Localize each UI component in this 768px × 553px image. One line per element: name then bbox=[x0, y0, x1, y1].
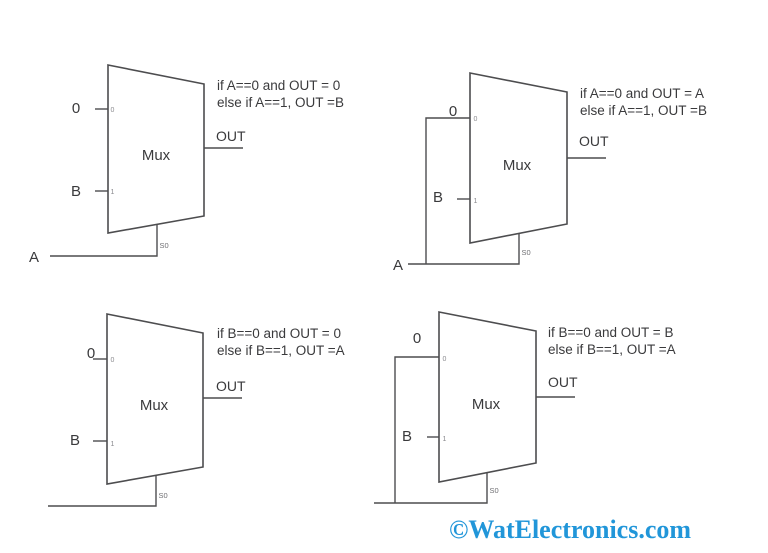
mux-trapezoid bbox=[438, 311, 537, 483]
annotation-line1: if B==0 and OUT = 0 bbox=[217, 326, 341, 341]
select-wire bbox=[48, 475, 157, 507]
select-pin-label: S0 bbox=[160, 241, 169, 250]
mux-trapezoid bbox=[469, 72, 568, 244]
annotation-line1: if A==0 and OUT = 0 bbox=[217, 78, 340, 93]
mux-block-label: Mux bbox=[142, 147, 171, 164]
select-pin-label: S0 bbox=[490, 486, 499, 495]
pin1-label: 1 bbox=[474, 198, 478, 205]
input1-label: B bbox=[70, 432, 80, 449]
pin1-label: 1 bbox=[111, 189, 115, 196]
select-pin-label: S0 bbox=[159, 491, 168, 500]
mux-diagram-top-right: 0 B A 0 1 S0 Mux OUT if A==0 and OUT = A… bbox=[393, 72, 707, 274]
pin0-label: 0 bbox=[443, 356, 447, 363]
output-label: OUT bbox=[216, 378, 246, 394]
input0-label: 0 bbox=[72, 100, 80, 117]
mux-diagram-bottom-right: 0 B 0 1 S0 Mux OUT if B==0 and OUT = B e… bbox=[374, 311, 676, 504]
select-pin-label: S0 bbox=[522, 248, 531, 257]
input0-label: 0 bbox=[413, 330, 421, 347]
watermark-text: ©WatElectronics.com bbox=[449, 515, 691, 544]
mux-diagram-bottom-left: 0 B 0 1 S0 Mux OUT if B==0 and OUT = 0 e… bbox=[48, 313, 345, 507]
annotation-line2: else if B==1, OUT =A bbox=[548, 342, 676, 357]
pin1-label: 1 bbox=[443, 436, 447, 443]
pin0-label: 0 bbox=[111, 107, 115, 114]
annotation-line1: if A==0 and OUT = A bbox=[580, 86, 704, 101]
input0-label: 0 bbox=[449, 103, 457, 120]
mux-trapezoid bbox=[106, 313, 204, 485]
select-signal-label: A bbox=[29, 249, 39, 266]
annotation-line2: else if B==1, OUT =A bbox=[217, 343, 345, 358]
mux-block-label: Mux bbox=[503, 157, 532, 174]
output-label: OUT bbox=[548, 374, 578, 390]
output-label: OUT bbox=[579, 133, 609, 149]
pin0-label: 0 bbox=[474, 116, 478, 123]
pin1-label: 1 bbox=[111, 441, 115, 448]
input0-feedback-wire bbox=[425, 117, 470, 264]
select-wire bbox=[408, 233, 520, 265]
input1-label: B bbox=[433, 189, 443, 206]
select-signal-label: A bbox=[393, 257, 403, 274]
select-wire bbox=[374, 473, 488, 504]
annotation-line2: else if A==1, OUT =B bbox=[580, 103, 707, 118]
input1-label: B bbox=[71, 183, 81, 200]
mux-diagram-top-left: 0 B A 0 1 S0 Mux OUT if A==0 and OUT = 0… bbox=[29, 64, 344, 266]
mux-block-label: Mux bbox=[472, 396, 501, 413]
select-wire bbox=[50, 225, 158, 257]
input1-label: B bbox=[402, 428, 412, 445]
annotation-line2: else if A==1, OUT =B bbox=[217, 95, 344, 110]
pin0-label: 0 bbox=[111, 357, 115, 364]
mux-block-label: Mux bbox=[140, 397, 169, 414]
input0-feedback-wire bbox=[394, 356, 439, 503]
input0-label: 0 bbox=[87, 345, 95, 362]
mux-trapezoid bbox=[107, 64, 205, 234]
annotation-line1: if B==0 and OUT = B bbox=[548, 325, 673, 340]
output-label: OUT bbox=[216, 128, 246, 144]
